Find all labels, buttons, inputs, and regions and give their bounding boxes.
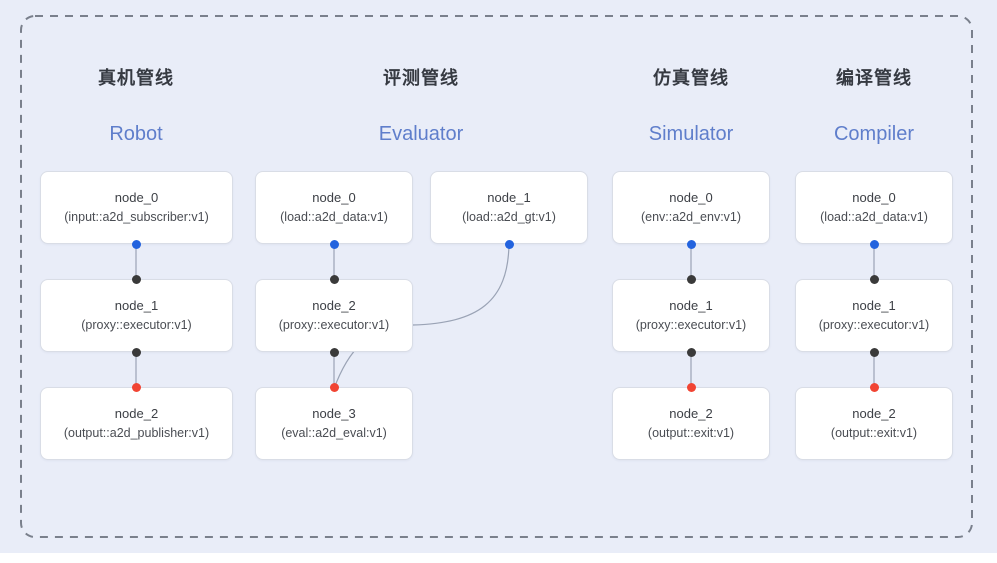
node-type: (input::a2d_subscriber:v1) — [64, 210, 209, 224]
input-port-icon — [686, 382, 696, 392]
node-name: node_2 — [852, 406, 896, 421]
node-type: (env::a2d_env:v1) — [640, 210, 742, 224]
node-type: (proxy::executor:v1) — [81, 318, 192, 332]
pipeline-title-en-evaluator: Evaluator — [378, 123, 464, 145]
node-name: node_2 — [312, 298, 356, 313]
node-robot-1: node_1 (proxy::executor:v1) — [40, 279, 233, 352]
node-robot-2: node_2 (output::a2d_publisher:v1) — [40, 387, 233, 460]
input-port-icon — [329, 274, 339, 284]
pipeline-title-en-simulator: Simulator — [648, 123, 734, 145]
pipeline-title-en-compiler: Compiler — [833, 123, 915, 145]
node-evaluator-3: node_3 (eval::a2d_eval:v1) — [255, 387, 413, 460]
node-name: node_3 — [312, 406, 356, 421]
node-name: node_2 — [114, 406, 159, 421]
input-port-icon — [131, 274, 141, 284]
output-port-icon — [869, 347, 879, 357]
input-port-icon — [869, 274, 879, 284]
output-port-icon — [329, 239, 339, 249]
node-evaluator-1: node_1 (load::a2d_gt:v1) — [430, 171, 588, 244]
node-type: (proxy::executor:v1) — [635, 318, 747, 332]
input-port-icon — [869, 382, 879, 392]
node-name: node_0 — [852, 190, 896, 205]
output-port-icon — [131, 347, 141, 357]
node-type: (eval::a2d_eval:v1) — [281, 426, 387, 440]
output-port-icon — [686, 239, 696, 249]
node-type: (load::a2d_data:v1) — [820, 210, 928, 224]
pipeline-title-zh-evaluator: 评测管线 — [383, 68, 459, 88]
node-name: node_0 — [312, 190, 356, 205]
node-name: node_1 — [669, 298, 713, 313]
node-type: (load::a2d_gt:v1) — [462, 210, 556, 224]
dashed-boundary — [20, 15, 973, 538]
node-type: (output::exit:v1) — [647, 426, 735, 440]
pipeline-title-zh-robot: 真机管线 — [98, 68, 174, 88]
node-evaluator-0: node_0 (load::a2d_data:v1) — [255, 171, 413, 244]
node-name: node_0 — [669, 190, 713, 205]
node-compiler-2: node_2 (output::exit:v1) — [795, 387, 953, 460]
output-port-icon — [869, 239, 879, 249]
input-port-icon — [329, 382, 339, 392]
page-background-strip — [0, 553, 997, 563]
output-port-icon — [504, 239, 514, 249]
output-port-icon — [131, 239, 141, 249]
node-evaluator-2: node_2 (proxy::executor:v1) — [255, 279, 413, 352]
node-type: (proxy::executor:v1) — [278, 318, 390, 332]
node-type: (output::a2d_publisher:v1) — [63, 426, 210, 440]
pipeline-title-en-robot: Robot — [109, 123, 163, 145]
output-port-icon — [686, 347, 696, 357]
input-port-icon — [131, 382, 141, 392]
node-type: (output::exit:v1) — [830, 426, 918, 440]
pipeline-title-zh-compiler: 编译管线 — [836, 68, 912, 88]
node-name: node_1 — [487, 190, 531, 205]
pipeline-title-zh-simulator: 仿真管线 — [653, 68, 729, 88]
node-simulator-1: node_1 (proxy::executor:v1) — [612, 279, 770, 352]
node-name: node_2 — [669, 406, 713, 421]
node-compiler-0: node_0 (load::a2d_data:v1) — [795, 171, 953, 244]
input-port-icon — [686, 274, 696, 284]
node-name: node_1 — [852, 298, 896, 313]
node-compiler-1: node_1 (proxy::executor:v1) — [795, 279, 953, 352]
node-name: node_0 — [114, 190, 159, 205]
node-simulator-0: node_0 (env::a2d_env:v1) — [612, 171, 770, 244]
node-type: (proxy::executor:v1) — [818, 318, 930, 332]
node-name: node_1 — [114, 298, 159, 313]
node-robot-0: node_0 (input::a2d_subscriber:v1) — [40, 171, 233, 244]
node-simulator-2: node_2 (output::exit:v1) — [612, 387, 770, 460]
node-type: (load::a2d_data:v1) — [280, 210, 388, 224]
output-port-icon — [329, 347, 339, 357]
